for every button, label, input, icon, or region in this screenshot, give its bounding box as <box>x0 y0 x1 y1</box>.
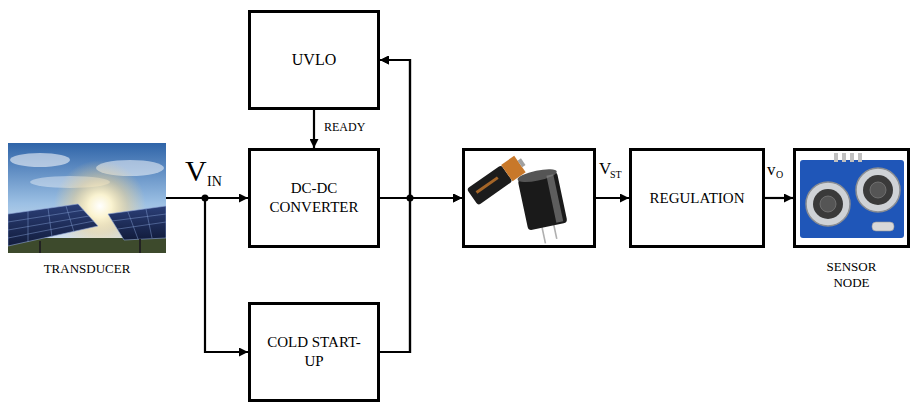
edge-label: READY <box>322 121 367 134</box>
process-box: REGULATION <box>629 148 765 248</box>
signal-subscript: O <box>776 170 783 180</box>
sensor-box: SENSOR NODE <box>793 148 910 248</box>
capacitor-picture-part <box>546 174 563 222</box>
ultrasonic-sensor-picture-part <box>863 175 893 205</box>
ultrasonic-sensor-picture-part <box>813 189 843 219</box>
capacitor-picture-part <box>542 226 546 244</box>
ultrasonic-sensor-picture-part <box>820 196 836 212</box>
ultrasonic-sensor-picture-part <box>872 222 894 231</box>
process-box: COLD START-UP <box>248 302 380 402</box>
battery-picture-part <box>476 176 499 193</box>
node-label: REGULATION <box>637 189 757 208</box>
solar-panel-picture-part <box>108 206 166 240</box>
connector-arrow <box>596 197 629 199</box>
connector-arrow <box>765 197 793 199</box>
connector-arrow <box>380 198 462 352</box>
ultrasonic-sensor-picture-part <box>800 160 904 238</box>
ultrasonic-sensor-picture-part <box>806 182 850 226</box>
signal-name: V <box>599 160 611 177</box>
solar-panel-picture-part-part <box>8 210 84 222</box>
solar-panel-picture-part-part <box>28 211 29 242</box>
storage-box <box>462 148 596 248</box>
battery-picture-part <box>518 158 526 167</box>
capacitor-picture-part <box>553 223 556 239</box>
ultrasonic-sensor-picture-part <box>850 153 854 162</box>
ultrasonic-sensor-picture-part <box>834 153 838 162</box>
solar-panel-picture-part-part <box>48 208 52 237</box>
ultrasonic-sensor-picture <box>800 153 904 238</box>
ultrasonic-sensor-picture-part <box>858 153 862 162</box>
solar-panel-picture-part <box>8 206 166 242</box>
connector-arrow <box>380 60 410 198</box>
capacitor-picture <box>517 167 571 247</box>
node-label: DC-DC CONVERTER <box>262 179 366 217</box>
solar-panel-picture-part-part <box>118 222 166 229</box>
node-caption: TRANSDUCER <box>22 261 152 277</box>
solar-panel-picture-part-part <box>8 216 89 230</box>
ultrasonic-sensor-picture-part <box>870 182 886 198</box>
signal-name: V <box>185 156 207 186</box>
connector-arrow <box>166 198 248 352</box>
solar-panel-picture-part <box>8 143 166 253</box>
signal-subscript: ST <box>610 170 622 180</box>
connector-arrow <box>313 110 315 148</box>
solar-panel-picture-part-part <box>66 206 74 232</box>
process-box: DC-DC CONVERTER <box>248 148 380 248</box>
signal-subscript: IN <box>207 175 222 189</box>
solar-panel-picture <box>8 143 166 253</box>
solar-panel-picture-part <box>39 241 41 253</box>
process-box: UVLO <box>248 10 380 110</box>
solar-panel-picture-part <box>10 153 70 167</box>
connector-arrow <box>380 60 410 352</box>
node-caption: SENSOR NODE <box>816 259 888 292</box>
solar-panel-picture-part-part <box>146 209 152 238</box>
node-label: COLD START-UP <box>264 333 364 371</box>
signal-name: v <box>767 161 776 178</box>
solar-panel-picture-part-part <box>112 214 166 221</box>
ultrasonic-sensor-picture-part <box>856 168 900 212</box>
solar-panel-picture-part <box>8 204 98 246</box>
solar-panel-picture-part-part <box>128 212 138 239</box>
transducer-picture: TRANSDUCER <box>8 143 166 253</box>
node-label: UVLO <box>262 50 366 70</box>
solar-panel-picture-part <box>139 239 141 253</box>
ultrasonic-sensor-picture-part <box>842 153 846 162</box>
